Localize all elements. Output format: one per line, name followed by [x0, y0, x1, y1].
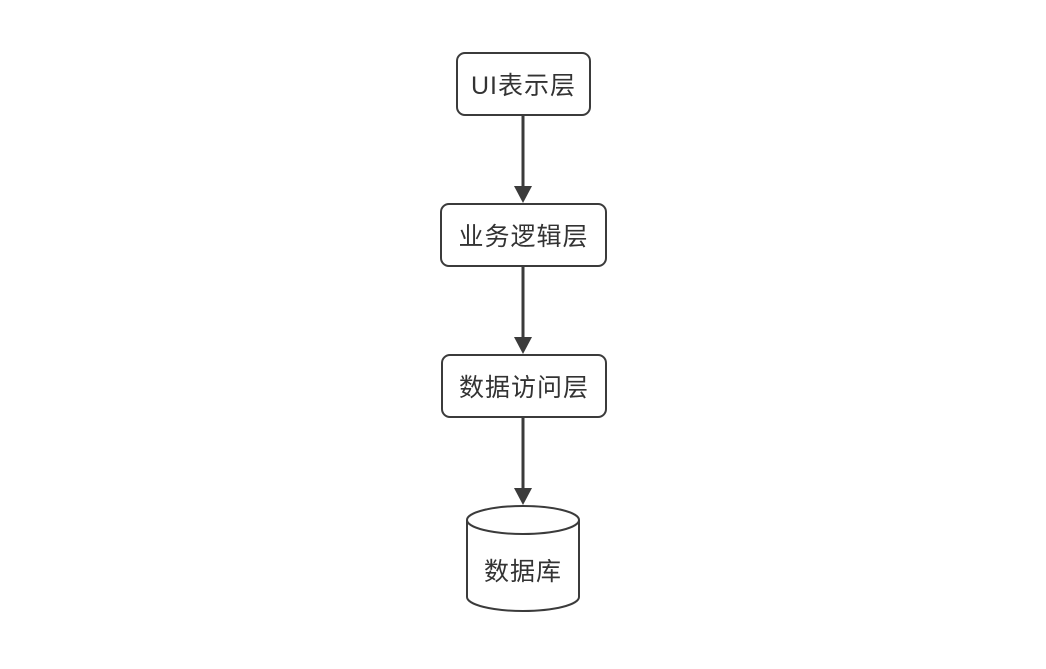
node-data-access-layer: 数据访问层	[441, 354, 607, 418]
arrow-down-icon	[514, 418, 532, 505]
node-database: 数据库	[466, 505, 580, 612]
node-label: UI表示层	[470, 72, 576, 100]
node-business-logic-layer: 业务逻辑层	[440, 203, 607, 267]
arrow-down-icon	[514, 116, 532, 203]
node-label: 业务逻辑层	[458, 223, 589, 251]
node-label: 数据库	[483, 557, 562, 586]
database-cylinder-icon	[466, 505, 580, 612]
arrow-down-icon	[514, 267, 532, 354]
node-ui-layer: UI表示层	[456, 52, 591, 116]
node-label: 数据访问层	[458, 374, 589, 402]
